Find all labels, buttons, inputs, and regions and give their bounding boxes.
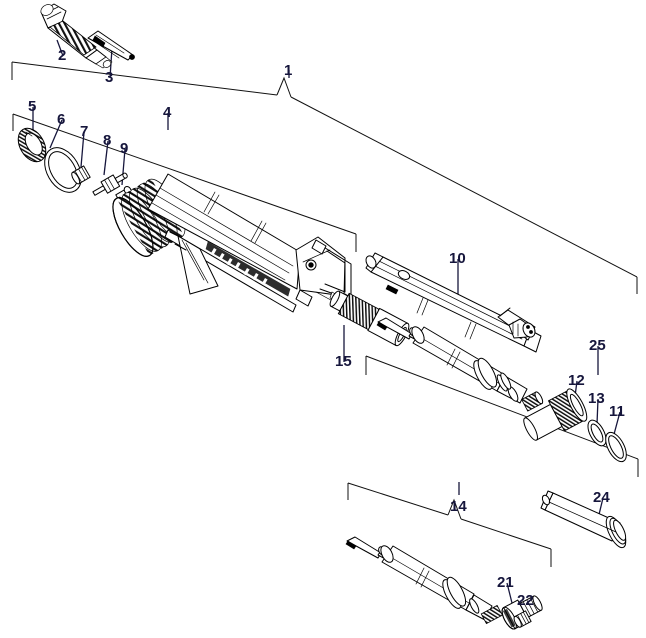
callout-5: 5 xyxy=(28,98,37,115)
part-5-spring-washer xyxy=(17,127,47,163)
part-21-end-cap-fitting xyxy=(501,595,543,630)
callout-10: 10 xyxy=(449,250,466,267)
part-22-set-screw xyxy=(513,610,532,628)
leader-lines xyxy=(32,39,621,614)
callout-11: 11 xyxy=(609,403,625,420)
part-14-piston-rod-assembly-upper xyxy=(376,317,544,412)
bracket-group-25 xyxy=(365,355,639,477)
part-3-retaining-pin xyxy=(87,30,135,61)
part-14-piston-rod-assembly-lower xyxy=(345,536,503,625)
callout-13: 13 xyxy=(588,390,605,407)
callout-14: 14 xyxy=(450,498,467,515)
callout-21: 21 xyxy=(497,574,514,591)
part-12-threaded-collar xyxy=(523,388,588,441)
callout-7: 7 xyxy=(80,123,89,140)
part-15-spring-sleeve xyxy=(329,290,410,347)
part-11-o-ring-small-outer xyxy=(605,431,627,463)
callout-25: 25 xyxy=(589,337,606,354)
part-24-outer-tube-barrel xyxy=(540,490,627,549)
part-2-chuck-collet-housing xyxy=(40,3,113,69)
callout-2: 2 xyxy=(58,47,67,64)
part-10-cylinder-barrel xyxy=(365,252,542,353)
callout-1: 1 xyxy=(284,62,293,79)
callout-3: 3 xyxy=(105,69,114,86)
callout-6: 6 xyxy=(57,111,66,128)
callout-8: 8 xyxy=(103,132,112,149)
callout-15: 15 xyxy=(335,353,352,370)
part-4-motor-housing xyxy=(112,173,356,313)
bracket-group-4 xyxy=(12,113,357,252)
callout-9: 9 xyxy=(120,140,129,157)
part-13-o-ring-small-inner xyxy=(587,419,607,447)
callout-4: 4 xyxy=(163,104,172,121)
callout-22: 22 xyxy=(517,592,534,609)
part-8-valve-stem xyxy=(92,172,128,196)
bracket-group-14 xyxy=(347,482,552,567)
callout-24: 24 xyxy=(593,489,610,506)
bracket-group-1 xyxy=(11,61,638,294)
callout-12: 12 xyxy=(568,372,585,389)
part-6-o-ring-large xyxy=(44,147,82,193)
part-7-hex-nut xyxy=(71,165,91,185)
